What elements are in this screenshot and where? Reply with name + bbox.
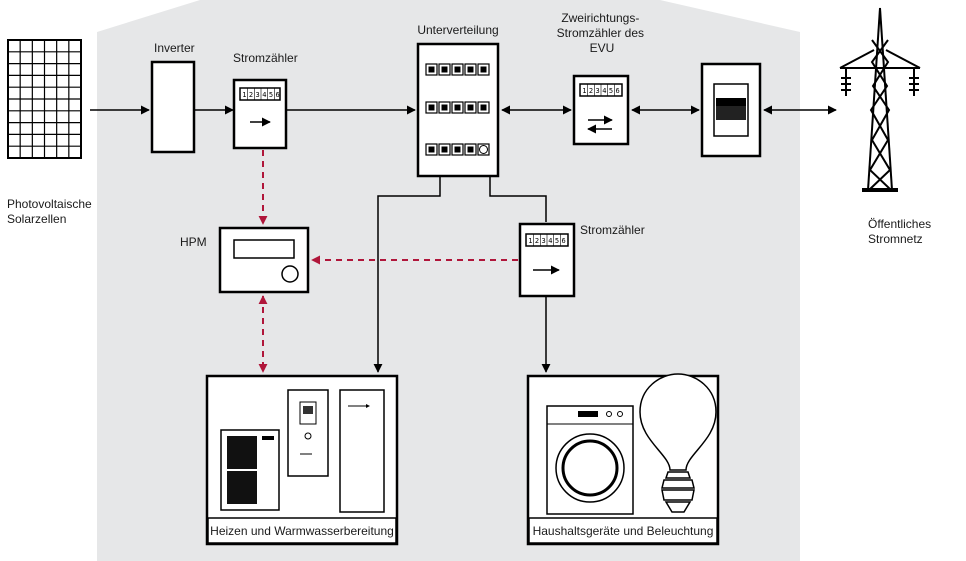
meter-digit: 6 (276, 91, 280, 99)
heating-box: Heizen und Warmwasserbereitung (205, 374, 399, 546)
meter-top-label: Stromzähler (233, 51, 298, 65)
solar-panel-icon (7, 39, 82, 159)
inverter-box (150, 60, 196, 154)
light-bulb-icon (639, 373, 717, 513)
meter-digit: 2 (535, 237, 539, 245)
distribution-board (416, 42, 500, 178)
meter-mid-label: Stromzähler (580, 223, 645, 237)
washing-machine-icon (546, 405, 634, 515)
hydro-unit-icon (287, 389, 329, 477)
meter-digit: 3 (596, 87, 600, 95)
meter-digit: 5 (609, 87, 613, 95)
meter-digit: 1 (528, 237, 532, 245)
grid-label-line-1: Öffentliches (868, 217, 931, 231)
water-tank-icon (339, 389, 385, 513)
grid-label-line-2: Stromnetz (868, 232, 923, 246)
meter-digit: 6 (616, 87, 620, 95)
bidirectional-meter-label: Zweirichtungs- Stromzähler des EVU (557, 11, 648, 55)
distribution-label: Unterverteilung (417, 23, 498, 37)
household-box: Haushaltsgeräte und Beleuchtung (526, 373, 720, 546)
heating-label: Heizen und Warmwasserbereitung (210, 524, 394, 538)
meter-digit: 1 (242, 91, 246, 99)
solar-label-line-2: Solarzellen (7, 212, 66, 226)
power-pylon-icon (839, 7, 921, 192)
solar-label: Photovoltaische Solarzellen (7, 197, 95, 226)
hpm-label: HPM (180, 235, 207, 249)
heat-pump-outdoor-unit-icon (220, 429, 280, 511)
household-label: Haushaltsgeräte und Beleuchtung (533, 524, 714, 538)
meter-digit: 2 (249, 91, 253, 99)
bidirectional-label-line-3: EVU (590, 41, 615, 55)
inverter-label: Inverter (154, 41, 195, 55)
meter-digit: 3 (542, 237, 546, 245)
meter-digit: 3 (256, 91, 260, 99)
meter-digit: 1 (582, 87, 586, 95)
bidirectional-label-line-2: Stromzähler des (557, 26, 644, 40)
meter-digit: 5 (555, 237, 559, 245)
grid-label: Öffentliches Stromnetz (868, 217, 935, 246)
flow-distribution-to-meter-mid (489, 176, 547, 222)
hpm-controller (218, 226, 310, 294)
bidirectional-label-line-1: Zweirichtungs- (561, 11, 639, 25)
meter-digit: 6 (562, 237, 566, 245)
flow-distribution-to-heating (373, 176, 441, 373)
meter-digit: 4 (602, 87, 606, 95)
meter-digit: 2 (589, 87, 593, 95)
meter-digit: 5 (269, 91, 273, 99)
meter-digit: 4 (548, 237, 552, 245)
main-switch (700, 62, 762, 158)
meter-digit: 4 (262, 91, 266, 99)
solar-label-line-1: Photovoltaische (7, 197, 92, 211)
